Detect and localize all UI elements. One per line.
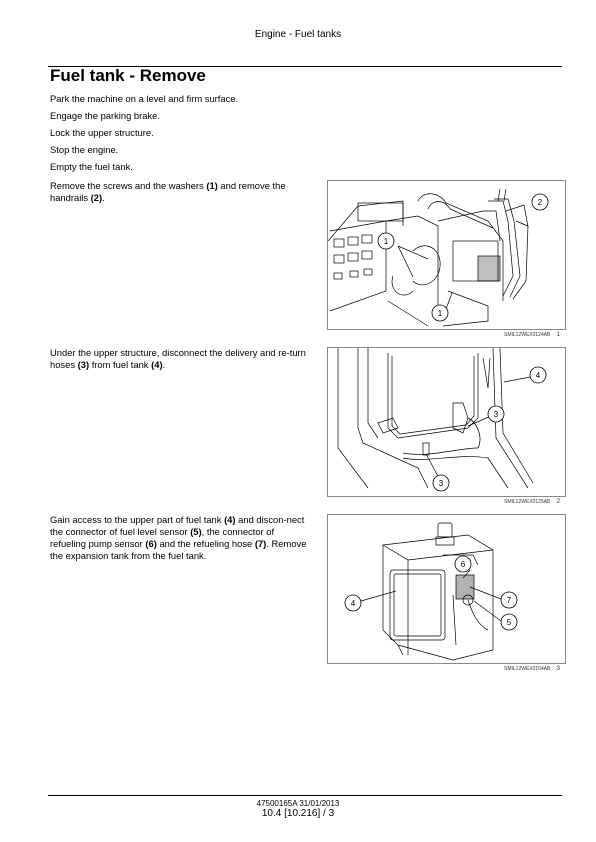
item-reference: (1) (206, 180, 218, 191)
step-text: Park the machine on a level and firm sur… (50, 93, 239, 104)
step-text: . Remove the expansion tank from the fue… (50, 538, 307, 561)
step-text: from fuel tank (89, 359, 152, 370)
svg-text:3: 3 (439, 479, 444, 488)
figure-handrails: 1 1 2 (327, 180, 566, 330)
callout-3-upper: 3 (487, 405, 505, 423)
callout-5: 5 (500, 613, 518, 631)
figure-sensors: 6 4 7 5 (327, 514, 566, 664)
svg-text:7: 7 (507, 596, 512, 605)
step-remove-handrails: Remove the screws and the washers (1) an… (50, 180, 308, 204)
step-text: . (102, 192, 105, 203)
page-reference: 10.4 [10.216] / 3 (261, 808, 335, 819)
page-title: Fuel tank - Remove (50, 66, 206, 85)
step-parking-brake: Engage the parking brake. (50, 110, 312, 122)
figure-3-number: 3 (556, 666, 560, 672)
step-disconnect-hoses: Under the upper structure, disconnect th… (50, 347, 308, 371)
step-text: Empty the fuel tank. (50, 161, 133, 172)
callout-1-upper: 1 (377, 232, 395, 250)
step-stop-engine: Stop the engine. (50, 144, 312, 156)
svg-text:4: 4 (351, 599, 356, 608)
item-reference: (2) (90, 192, 103, 203)
footer-rule (48, 795, 562, 796)
svg-text:4: 4 (536, 371, 541, 380)
callout-2: 2 (531, 193, 549, 211)
item-reference: (6) (145, 538, 157, 549)
step-text: Gain access to the upper part of fuel ta… (50, 514, 225, 525)
callout-6: 6 (454, 555, 472, 573)
svg-text:1: 1 (438, 309, 443, 318)
item-reference: (3) (77, 359, 90, 370)
item-reference: (7) (254, 538, 267, 549)
step-lock-upper-structure: Lock the upper structure. (50, 127, 312, 139)
step-text: Under the upper structure, disconnect th… (50, 347, 306, 370)
figure-3-code: SMIL12WEX0104AB (504, 666, 551, 672)
title-rule (48, 66, 562, 67)
figure-1-number: 1 (556, 332, 560, 338)
step-text: and remove the handrails (50, 180, 286, 203)
item-reference: (5) (190, 526, 202, 537)
svg-text:6: 6 (461, 560, 466, 569)
callout-3-lower: 3 (432, 474, 450, 492)
figure-2-code: SMIL12WEX0125AB (504, 499, 551, 505)
svg-text:5: 5 (507, 618, 512, 627)
step-text: Engage the parking brake. (50, 110, 160, 121)
step-text: . (162, 359, 166, 370)
document-id: 47500165A 31/01/2013 (256, 799, 340, 808)
callout-1-lower: 1 (431, 304, 449, 322)
callout-4: 4 (344, 594, 362, 612)
step-text: Stop the engine. (50, 144, 119, 155)
callout-7: 7 (500, 591, 518, 609)
running-header: Engine - Fuel tanks (254, 29, 342, 40)
step-disconnect-connectors: Gain access to the upper part of fuel ta… (50, 514, 310, 562)
figure-hoses: 4 3 3 (327, 347, 566, 497)
step-text: and the refueling hose (156, 538, 255, 549)
step-park: Park the machine on a level and firm sur… (50, 93, 312, 105)
step-text: Lock the upper structure. (50, 127, 154, 138)
step-empty-tank: Empty the fuel tank. (50, 161, 312, 173)
step-text: and discon-nect the connector of fuel le… (50, 514, 305, 537)
svg-text:1: 1 (384, 237, 389, 246)
callout-4: 4 (529, 366, 547, 384)
svg-text:3: 3 (494, 410, 499, 419)
item-reference: (4) (151, 359, 163, 370)
svg-text:2: 2 (538, 198, 543, 207)
figure-1-code: SMIL12WEX0124AB (504, 332, 551, 338)
item-reference: (4) (224, 514, 236, 525)
step-text: Remove the screws and the washers (50, 180, 207, 191)
figure-2-number: 2 (556, 499, 560, 505)
step-text: , the connector of refueling pump sensor (50, 526, 275, 549)
